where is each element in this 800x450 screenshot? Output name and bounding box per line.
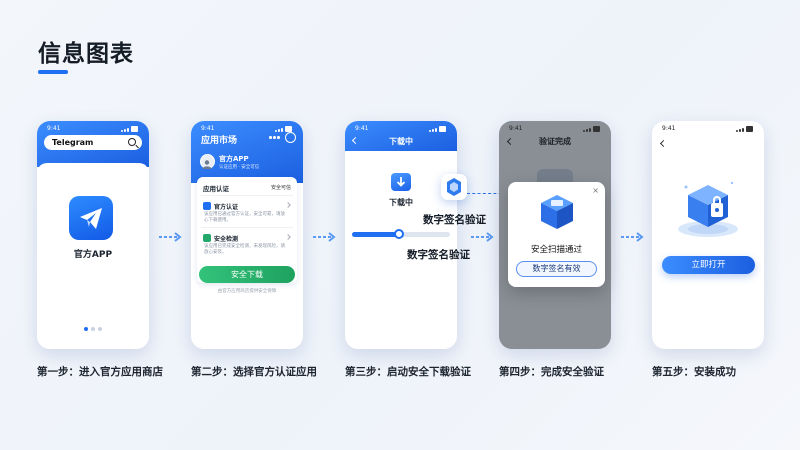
market-header [191,121,303,183]
store-body [37,163,149,349]
folder-download-icon [391,173,411,191]
phone-step-1: 9:41 Telegram 官方APP [37,121,149,349]
avatar [200,154,215,169]
download-header [345,121,457,151]
status-time: 9:41 [355,125,369,132]
status-bar: 9:41 [662,125,754,135]
signal-icon [429,126,447,132]
step-arrow [620,232,644,242]
row-desc: 该应用已完成安全检测，未发现风险，请放心安装。 [204,244,285,255]
pager-dot [98,327,102,331]
pager-dot-active [84,327,88,331]
open-now-button[interactable]: 立即打开 [662,256,755,274]
market-title: 应用市场 [201,136,238,146]
signal-icon [583,126,601,132]
close-icon[interactable] [285,132,296,143]
app-name[interactable]: 官方APP [73,250,113,260]
list-item[interactable]: 官方认证 该应用已通过官方认证，安全可靠，请放心下载使用。 [201,195,293,225]
status-time: 9:41 [509,125,523,132]
step-2-label: 第二步：选择官方认证应用 [191,366,317,378]
chevron-right-icon [285,234,291,240]
status-bar: 9:41 [201,125,293,135]
status-bar: 9:41 [509,125,601,135]
step-arrow [470,232,494,242]
status-bar: 9:41 [355,125,447,135]
pager-dots [84,327,104,331]
phone-step-5: 9:41 立即打开 [652,121,764,349]
row-desc: 该应用已通过官方认证，安全可靠，请放心下载使用。 [204,212,285,223]
step-1-label: 第一步：进入官方应用商店 [37,366,163,378]
step-arrow [312,232,336,242]
search-input[interactable]: Telegram [44,135,142,150]
app-subtitle: 认证应用 · 安全可信 [219,165,260,170]
signature-valid-badge: 数字签名有效 [516,261,597,277]
status-bar: 9:41 [47,125,139,135]
download-status: 下载中 [389,198,413,207]
page-title: 信息图表 [38,41,134,67]
safe-download-button[interactable]: 安全下载 [199,266,295,283]
download-note: 由官方应用商店提供安全保障 [217,289,277,294]
step-4-label: 第四步：完成安全验证 [499,366,604,378]
download-progress [352,229,450,239]
signal-icon [121,126,139,132]
signal-icon [736,126,754,132]
step-3-label: 第三步：启动安全下载验证 [345,366,471,378]
step-5-label: 第五步：安装成功 [652,366,736,378]
secure-package-icon [674,173,742,239]
download-title: 下载中 [389,137,413,146]
signature-callout-top: 数字签名验证 [423,214,486,226]
pager-dot [91,327,95,331]
shield-icon [441,174,467,200]
verification-card: 应用认证 安全可信 官方认证 该应用已通过官方认证，安全可靠，请放心下载使用。 … [197,177,297,283]
card-title: 应用认证 [203,185,229,193]
more-icon[interactable] [269,136,280,139]
card-tag: 安全可信 [270,185,291,191]
phone-step-2: 9:41 应用市场 官方APP 认证应用 · 安全可信 应用认证 安全可信 官方… [191,121,303,349]
phone-step-3: 9:41 下载中 下载中 [345,121,457,349]
close-icon[interactable]: × [592,186,599,195]
verify-title: 验证完成 [539,137,571,146]
status-time: 9:41 [47,125,61,132]
list-item[interactable]: 安全检测 该应用已完成安全检测，未发现风险，请放心安装。 [201,227,293,257]
search-icon[interactable] [128,138,136,146]
paper-plane-icon[interactable] [69,196,113,240]
chevron-right-icon [285,202,291,208]
verify-result-modal: × 安全扫描通过 数字签名有效 [508,182,605,287]
signature-callout-bottom: 数字签名验证 [407,249,470,261]
back-icon[interactable] [659,139,668,148]
step-arrow [158,232,182,242]
signal-icon [275,126,293,132]
title-underline [38,70,68,74]
progress-fill [352,232,400,237]
verified-icon [203,202,211,210]
scan-pass-text: 安全扫描通过 [530,245,582,255]
security-server-icon [538,192,576,232]
app-name: 官方APP [219,155,249,163]
search-value: Telegram [52,138,94,147]
status-time: 9:41 [662,125,676,132]
progress-knob[interactable] [394,229,405,239]
row-name: 安全检测 [214,236,239,243]
status-time: 9:41 [201,125,215,132]
row-name: 官方认证 [214,204,239,211]
shield-check-icon [203,234,211,242]
